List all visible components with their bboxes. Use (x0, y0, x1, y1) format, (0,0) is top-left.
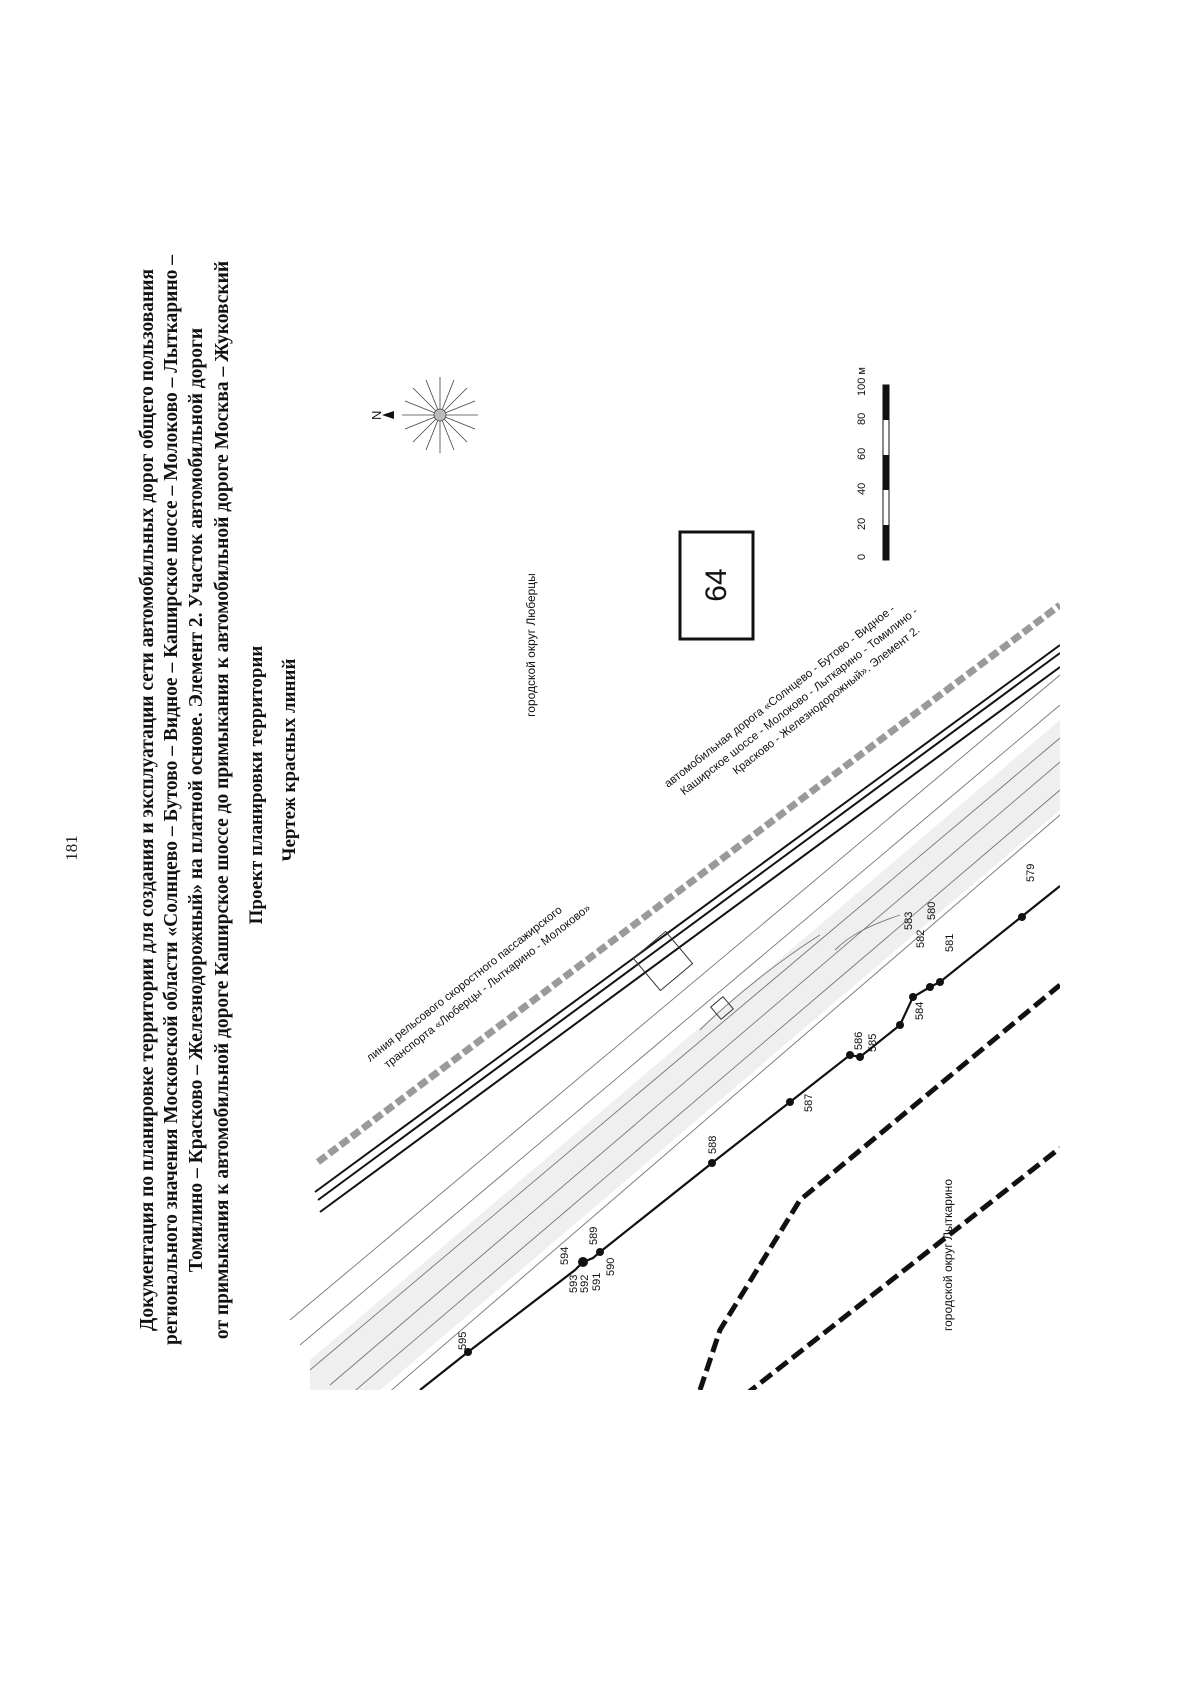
scale-bar: 0 20 40 60 80 100 м (856, 367, 890, 561)
district-label-lytkarino: городской округ Лыткарино (941, 1179, 955, 1331)
point-581: 581 (944, 934, 956, 952)
point-589: 589 (588, 1227, 600, 1245)
road-label-line-3: Красково - Железнодорожный». Элемент 2. (731, 624, 922, 777)
district-boundary-2 (747, 1146, 1060, 1390)
point-593: 593 (568, 1275, 580, 1293)
point-580: 580 (926, 902, 938, 920)
point-588: 588 (707, 1136, 719, 1154)
building-small (710, 996, 734, 1020)
point-585: 585 (867, 1034, 879, 1052)
building-square (632, 930, 694, 992)
district-label-lyubertsy: городской округ Люберцы (524, 573, 538, 717)
scale-tick-40: 40 (856, 483, 868, 495)
point-584: 584 (914, 1002, 926, 1020)
district-boundary-1 (697, 983, 1060, 1390)
point-583: 583 (903, 912, 915, 930)
point-594: 594 (559, 1247, 571, 1265)
point-592: 592 (579, 1275, 591, 1293)
compass-north-label: N (369, 411, 384, 420)
scale-tick-20: 20 (856, 518, 868, 530)
sheet-number-box (678, 530, 755, 641)
rail-label-line-2: транспорта «Люберцы - Лыткарино - Молоко… (382, 902, 593, 1071)
road-corridor (310, 720, 1060, 1390)
scale-tick-60: 60 (856, 448, 868, 460)
point-590: 590 (605, 1258, 617, 1276)
scale-tick-0: 0 (856, 554, 868, 560)
compass-rose-icon: N (369, 377, 478, 453)
red-line (419, 885, 1060, 1390)
scale-tick-80: 80 (856, 413, 868, 425)
point-587: 587 (803, 1094, 815, 1112)
point-579: 579 (1025, 864, 1037, 882)
rail-line (315, 602, 1060, 1165)
point-586: 586 (853, 1032, 865, 1050)
point-595: 595 (457, 1332, 469, 1350)
point-591: 591 (591, 1273, 603, 1291)
sheet-number: 64 (700, 568, 733, 601)
scale-tick-100: 100 м (856, 367, 868, 396)
point-582: 582 (915, 930, 927, 948)
